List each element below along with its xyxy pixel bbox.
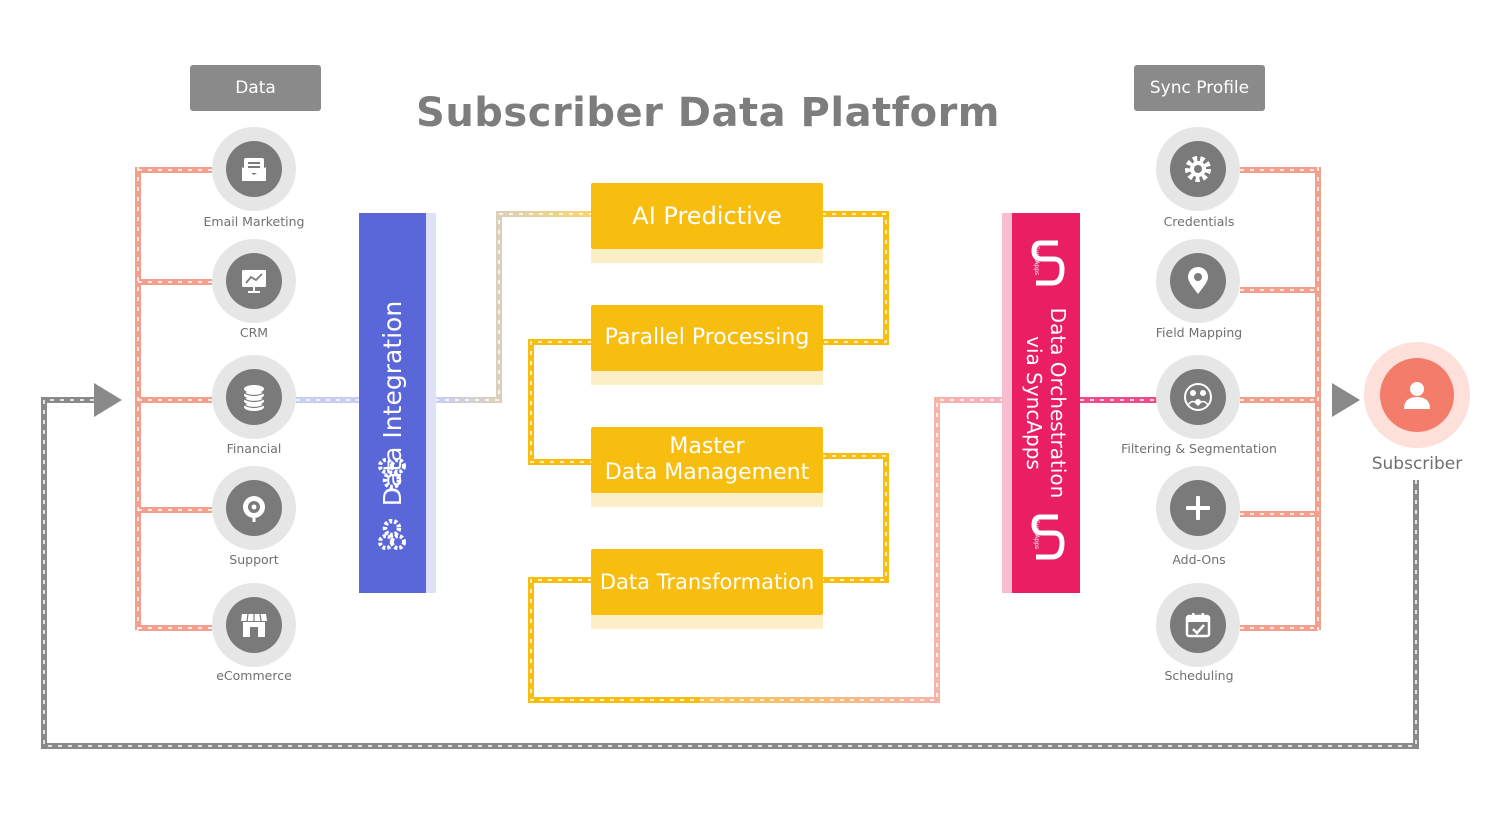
syncapps-logo-top: SyncApps: [1028, 239, 1068, 287]
scheduling-label: Scheduling: [1164, 668, 1234, 683]
subscriber-avatar: [1380, 358, 1454, 432]
location-pin-icon: [1188, 267, 1208, 294]
ai-predictive-box: AI Predictive: [591, 183, 823, 249]
field-mapping-node: [1156, 239, 1240, 323]
arrow-to-sources: [94, 383, 122, 417]
filtering-segmentation-node: [1156, 355, 1240, 439]
email-marketing-label: Email Marketing: [203, 214, 305, 229]
data-transformation-shadow: [591, 615, 823, 629]
data-transformation-box: Data Transformation: [591, 549, 823, 615]
field-mapping-label: Field Mapping: [1155, 325, 1243, 340]
support-node: [212, 466, 296, 550]
ecommerce-label: eCommerce: [216, 668, 292, 683]
scheduling-node: [1156, 583, 1240, 667]
data-orchestration-bar: SyncApps Data Orchestration via SyncApps…: [1012, 213, 1080, 593]
gears-icon: [378, 458, 406, 489]
subscriber-node: [1364, 342, 1470, 448]
data-header: Data: [190, 65, 321, 111]
master-data-management-shadow: [591, 493, 823, 507]
credentials-node: [1156, 127, 1240, 211]
filtering-segmentation-label: Filtering & Segmentation: [1121, 441, 1277, 456]
filter-icon: [1184, 383, 1212, 411]
storefront-icon: [241, 613, 267, 637]
user-icon: [1404, 382, 1430, 409]
coins-icon: [243, 385, 265, 411]
syncapps-logo-text: SyncApps: [1033, 245, 1041, 276]
crm-node: [212, 239, 296, 323]
email-marketing-node: [212, 127, 296, 211]
presentation-chart-icon: [242, 270, 266, 293]
gear-icon: [1185, 156, 1211, 182]
support-label: Support: [229, 552, 279, 567]
subscriber-label: Subscriber: [1371, 454, 1463, 474]
parallel-processing-shadow: [591, 371, 823, 385]
orchestration-label-line1: Data Orchestration: [1046, 307, 1070, 499]
master-data-management-box: Master Data Management: [591, 427, 823, 493]
parallel-processing-box: Parallel Processing: [591, 305, 823, 371]
ecommerce-node: [212, 583, 296, 667]
data-integration-label: Data Integration: [378, 300, 407, 506]
diagram-title: Subscriber Data Platform: [416, 90, 1000, 136]
orchestration-bar-shadow: [1002, 213, 1014, 593]
calendar-check-icon: [1185, 613, 1211, 638]
headset-icon: [243, 496, 265, 522]
syncapps-logo-text: SyncApps: [1033, 519, 1041, 550]
add-ons-node: [1156, 466, 1240, 550]
financial-label: Financial: [226, 441, 282, 456]
credentials-label: Credentials: [1163, 214, 1235, 229]
add-ons-label: Add-Ons: [1172, 552, 1226, 567]
email-icon: [242, 158, 266, 181]
financial-node: [212, 355, 296, 439]
gears-icon: [378, 519, 406, 550]
plus-icon: [1186, 496, 1210, 520]
syncapps-logo-bottom: SyncApps: [1028, 513, 1068, 561]
sync-profile-header: Sync Profile: [1134, 65, 1265, 111]
orchestration-label-line2: via SyncApps: [1022, 336, 1046, 470]
arrow-to-subscriber: [1332, 383, 1360, 417]
integration-bar-shadow: [424, 213, 436, 593]
data-integration-bar: Data Integration: [359, 213, 426, 593]
crm-label: CRM: [239, 325, 269, 340]
ai-predictive-shadow: [591, 249, 823, 263]
